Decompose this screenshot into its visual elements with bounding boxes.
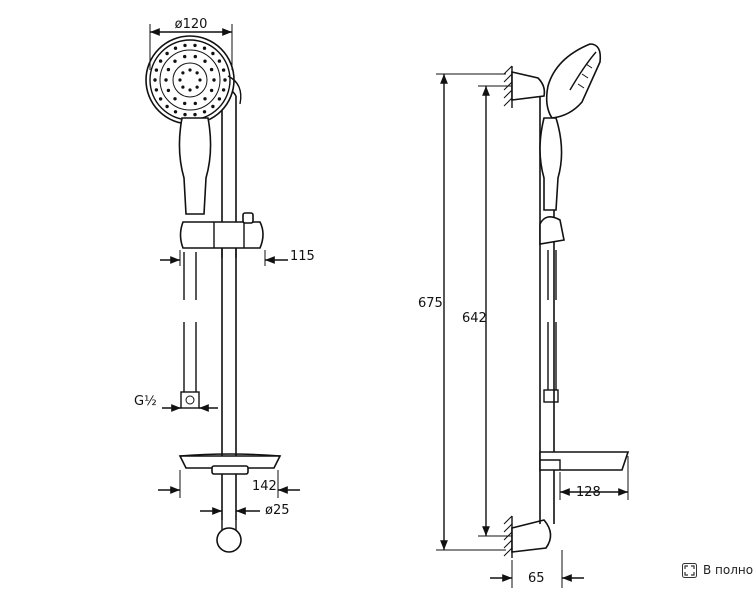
side-soap-dish: [539, 451, 630, 471]
fullscreen-button[interactable]: В полно: [682, 560, 753, 580]
nozzle: [154, 88, 159, 92]
nozzle: [211, 104, 215, 109]
nozzle: [223, 78, 227, 82]
dim-head-diameter: ø120: [175, 17, 208, 32]
nozzle: [181, 85, 185, 89]
nozzle: [217, 59, 222, 63]
nozzle: [153, 78, 157, 82]
nozzle: [166, 88, 171, 93]
nozzle: [221, 88, 226, 92]
side-handle: [539, 117, 563, 211]
dim-rail-height: 642: [462, 311, 487, 326]
nozzle: [198, 78, 202, 82]
nozzle: [183, 101, 187, 106]
nozzle: [165, 51, 169, 56]
side-shower-head: [545, 43, 602, 119]
shower-head-outer: [145, 35, 235, 125]
upper-wall-bracket: [511, 70, 546, 101]
nozzle: [193, 54, 197, 59]
dim-dish-projection: 128: [576, 485, 601, 500]
fullscreen-icon: [682, 562, 697, 578]
hose-segments: [180, 252, 200, 409]
dim-thread: G½: [134, 394, 157, 409]
dim-wall-offset: 65: [528, 571, 545, 586]
nozzle: [209, 88, 214, 93]
nozzle: [217, 97, 222, 101]
dim-rail-diameter: ø25: [265, 503, 290, 518]
shower-head-nozzles: [153, 43, 227, 117]
slider-clamp: [179, 221, 264, 249]
nozzle: [221, 68, 226, 72]
dim-slider-width: 115: [290, 249, 315, 264]
nozzle: [173, 46, 178, 50]
nozzle: [183, 43, 187, 48]
nozzle: [209, 67, 214, 72]
nozzle: [178, 78, 182, 82]
nozzle: [183, 112, 187, 117]
front-rail: [221, 96, 237, 520]
nozzle: [195, 85, 199, 89]
nozzle: [158, 97, 163, 101]
soap-dish: [178, 455, 282, 469]
rail-bottom-end: [216, 527, 242, 553]
shower-handle: [178, 117, 212, 215]
wall-hatch: [503, 65, 513, 558]
nozzle: [164, 78, 168, 82]
nozzle: [183, 54, 187, 59]
nozzle: [211, 51, 215, 56]
nozzle: [173, 97, 177, 101]
nozzle: [158, 59, 163, 63]
nozzle: [203, 59, 207, 63]
nozzle: [165, 104, 169, 109]
fullscreen-label: В полно: [703, 563, 754, 577]
side-view: 675 642 128 65: [418, 43, 630, 588]
dim-dish-depth: 142: [252, 479, 277, 494]
nozzle: [202, 46, 207, 50]
nozzle: [181, 71, 185, 75]
nozzle: [166, 67, 171, 72]
nozzle: [173, 110, 178, 114]
dim-overall-height: 675: [418, 296, 443, 311]
nozzle: [212, 78, 216, 82]
nozzle: [173, 59, 177, 63]
nozzle: [193, 101, 197, 106]
lower-wall-bracket: [511, 519, 552, 553]
nozzle: [202, 110, 207, 114]
front-view: ø120 115 G½ 142 ø25: [134, 17, 315, 553]
nozzle: [203, 97, 207, 101]
nozzle: [154, 68, 159, 72]
nozzle: [195, 71, 199, 75]
nozzle: [193, 112, 197, 117]
nozzle: [188, 68, 192, 72]
nozzle: [193, 43, 197, 48]
nozzle: [188, 88, 192, 92]
